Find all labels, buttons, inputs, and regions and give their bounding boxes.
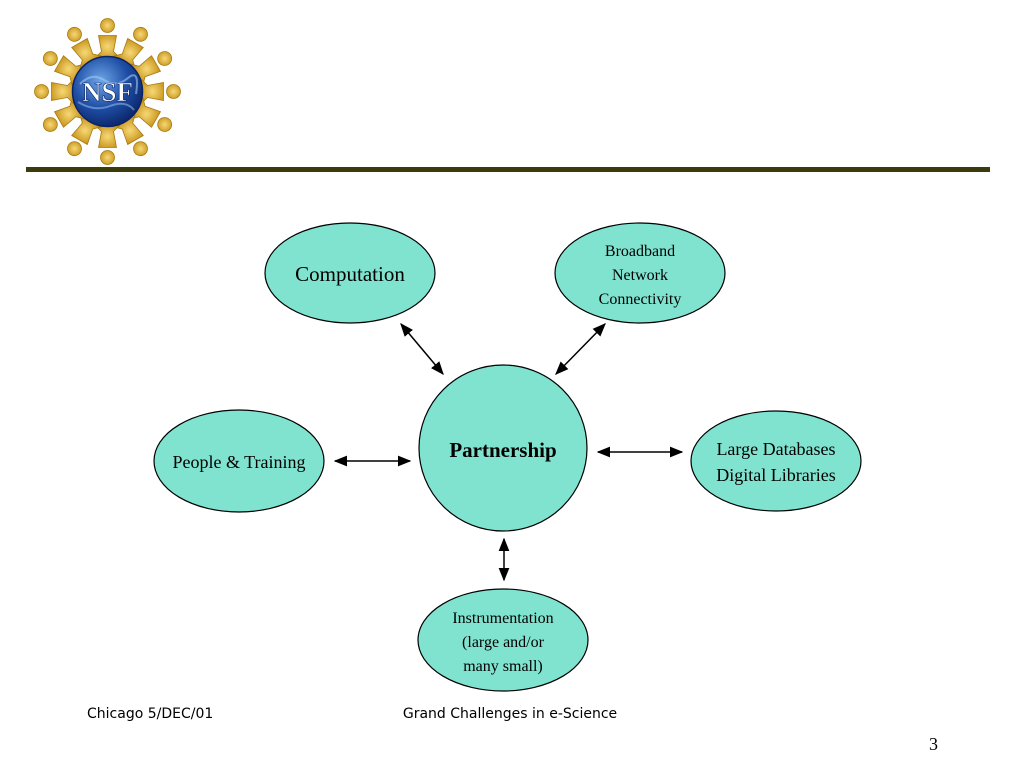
databases-label-line-2: Digital Libraries [716,465,835,485]
node-instrumentation: Instrumentation (large and/or many small… [417,588,589,692]
page-number: 3 [929,734,938,754]
footer-date: Chicago 5/DEC/01 [87,706,214,722]
arrow-broadband [555,323,606,375]
broadband-label-line-1: Broadband [605,243,675,260]
node-people-training: People & Training [153,409,325,513]
databases-label-line-1: Large Databases [716,439,835,459]
instrumentation-label-line-3: many small) [463,658,543,675]
node-databases: Large Databases Digital Libraries [690,410,862,512]
footer-title: Grand Challenges in e-Science [402,706,618,722]
header-rule [26,167,990,172]
node-computation: Computation [264,222,436,324]
instrumentation-label-line-1: Instrumentation [452,610,553,627]
partnership-label: Partnership [449,438,556,462]
people-training-label: People & Training [172,452,305,472]
arrow-computation [400,322,444,376]
logo-text: NSF [82,77,133,107]
instrumentation-label-line-2: (large and/or [462,634,545,651]
node-broadband: Broadband Network Connectivity [554,222,726,324]
computation-label: Computation [295,262,405,286]
node-partnership: Partnership [418,364,588,532]
broadband-label-line-3: Connectivity [599,291,682,308]
broadband-label-line-2: Network [612,267,668,284]
nsf-logo: NSF [34,18,181,165]
